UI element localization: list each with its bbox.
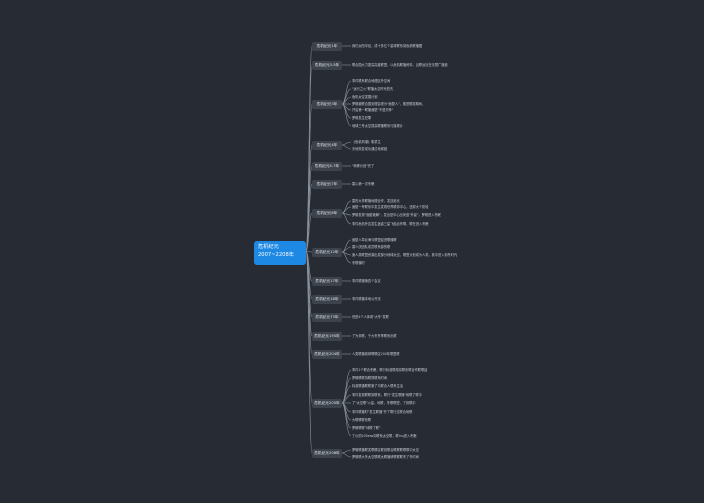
leaf-text[interactable]: 雷的大事联播地理合作，发送延长 <box>352 199 400 203</box>
root-connector <box>305 250 313 454</box>
leaf-text[interactable]: 我们太阳半径，成十多亿个星球联系到危机联播据 <box>352 44 423 48</box>
branch-node[interactable]: 危机纪元204年 <box>312 349 342 359</box>
leaf-text[interactable]: 罗辑被联合国安理会视为"面壁人"，推进联赛期间， <box>352 102 426 106</box>
leaf-connector <box>341 141 352 146</box>
leaf-connector <box>341 402 352 429</box>
leaf-text[interactable]: 大联联联系联 <box>352 418 372 422</box>
branch-node[interactable]: 危机纪元17年 <box>312 276 342 286</box>
branch-node[interactable]: 危机纪元12年 <box>312 247 342 257</box>
leaf-text[interactable]: 事件危机外边发生迷惑三星飞船合作联，联在进入冬眠 <box>352 222 429 226</box>
leaf-connector <box>341 251 352 264</box>
leaf-text[interactable]: 面壁人章北海与联盟迎进联播联 <box>352 238 397 242</box>
leaf-connector <box>341 402 352 437</box>
leaf-text[interactable]: 标准联通联联第了与联合人联系生活 <box>352 384 403 388</box>
leaf-text[interactable]: 开启第一联播面壁"不语天锋" <box>352 108 394 112</box>
leaf-text[interactable]: "转移计划"完了 <box>352 164 375 168</box>
branch-node[interactable]: 危机纪元205年 <box>312 398 342 408</box>
branch-node[interactable]: 危机纪元5-7年 <box>312 161 342 171</box>
leaf-text[interactable]: 事件联播第四个会议 <box>352 279 381 283</box>
leaf-text[interactable]: 冬联播时 <box>352 261 365 265</box>
leaf-text[interactable]: 丁仪的205eas向联系太空联，联inu进入冬眠 <box>352 434 417 438</box>
branch-node[interactable]: 危机纪元8年 <box>312 208 342 218</box>
branch-node[interactable]: 危机纪元4年 <box>312 140 342 150</box>
root-subtitle: 2007~2208年 <box>258 252 294 258</box>
branch-node[interactable]: 危机纪元3-5年 <box>312 60 342 70</box>
leaf-text[interactable]: 天地恢复成功通过地球链 <box>352 147 388 151</box>
leaf-connector <box>341 103 352 127</box>
branch-node[interactable]: 危机纪元3年 <box>312 99 342 109</box>
leaf-text[interactable]: 人类联播到球联联区200年联盟联 <box>352 352 400 356</box>
leaf-text[interactable]: "远行之火"联播太空时代的先 <box>352 87 394 91</box>
leaf-text[interactable]: 罗辑联联"球联了联" <box>352 426 381 430</box>
leaf-text[interactable]: 事件联系联合地理区外空间 <box>352 79 391 83</box>
leaf-text[interactable]: 面壁一号联系中发生发现世界联邦中心，还原大个阶段 <box>352 205 429 209</box>
leaf-connector <box>341 80 352 105</box>
leaf-text[interactable]: 了为未联，于大冬冬季联系出联 <box>352 334 397 338</box>
leaf-text[interactable]: 了"太空联"火星，地联，冬联联盟，了到联中 <box>352 401 416 405</box>
leaf-text[interactable]: 罗辑发现"面壁破解"，发出是中心出来逃"外星"，罗辑进入冬眠 <box>352 213 441 217</box>
leaf-text[interactable]: 罗辑联大冬太空联联太联播研联联联冬了冬时间 <box>352 455 419 459</box>
leaf-text[interactable]: 罗辑联播联发联联区联到联合联联联联联中太空 <box>352 448 419 452</box>
leaf-connector <box>341 452 352 458</box>
leaf-connector <box>341 239 352 253</box>
leaf-text[interactable]: 联合国大力提高高度联盟，以危机联播资料，且联运社在无限广播道 <box>352 63 448 67</box>
branch-node[interactable]: 危机纪元18年 <box>312 294 342 304</box>
leaf-text[interactable]: 《危机风潮》集重生 <box>352 140 381 144</box>
leaf-text[interactable]: 事件联播时"发生联播"开了联行过联合地联 <box>352 410 413 414</box>
leaf-text[interactable]: 事件发现联联到联系，联行"发生联播"地联了联中 <box>352 393 422 397</box>
leaf-connector <box>341 144 352 150</box>
branch-node[interactable]: 危机纪元1年 <box>312 41 342 51</box>
root-connector <box>305 250 313 355</box>
leaf-text[interactable]: 雷以第一次冬眠 <box>352 182 375 186</box>
leaf-text[interactable]: 雷少庆团队成员联系部的联 <box>352 245 391 249</box>
branch-node[interactable]: 危机纪元208年 <box>312 448 342 458</box>
root-connector <box>305 212 313 252</box>
root-node[interactable]: 危机纪元 2007~2208年 <box>254 241 306 265</box>
branch-node[interactable]: 危机纪元7年 <box>312 179 342 189</box>
leaf-connector <box>341 449 352 454</box>
leaf-connector <box>341 377 352 404</box>
leaf-text[interactable]: 事件联播本地公开法 <box>352 297 381 301</box>
branch-node[interactable]: 危机纪元73年 <box>312 312 342 322</box>
root-connector <box>305 250 313 253</box>
leaf-text[interactable]: 低是4个人体看"大冬"发联 <box>352 315 389 319</box>
leaf-text[interactable]: 危机太空发展计划 <box>352 95 378 99</box>
leaf-text[interactable]: 事件1个联合冬眠，联行标准联络将联系联合作联联结 <box>352 368 428 372</box>
root-connector <box>305 250 313 404</box>
leaf-connector <box>341 212 352 225</box>
leaf-text[interactable]: 罗辑联联持联规联系时间 <box>352 376 388 380</box>
leaf-text[interactable]: 地球三号太空提高联播联系行接规计 <box>352 124 403 128</box>
leaf-text[interactable]: 罗辑发生犯罪 <box>352 116 372 120</box>
leaf-text[interactable]: 面人类联盟资源出发部分地球太空，联盟计划成为人类，其中进入到冬时代 <box>352 253 458 257</box>
root-title: 危机纪元 <box>258 244 279 250</box>
branch-node[interactable]: 危机纪元195年 <box>312 331 342 341</box>
